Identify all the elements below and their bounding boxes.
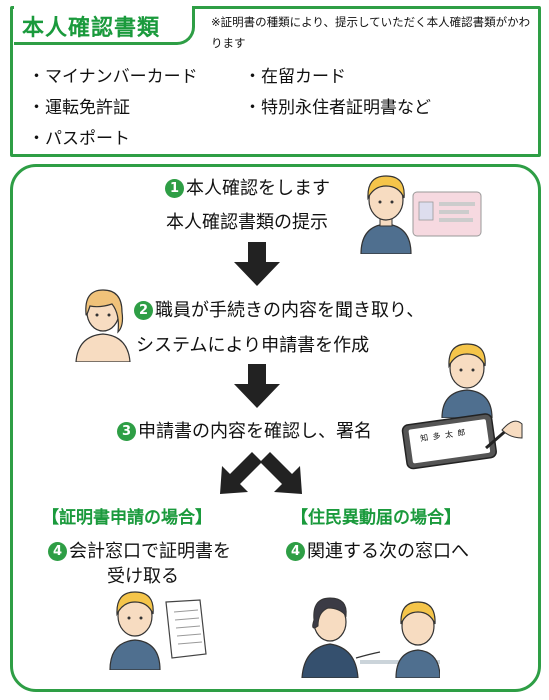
flow-arrow-1: [234, 242, 280, 286]
case-right-number-badge: 4: [286, 542, 305, 561]
step2-text: 職員が手続きの内容を聞き取り、: [155, 300, 425, 321]
flow-arrow-left: [220, 452, 262, 494]
doc-item-residence-card: ・在留カード: [244, 67, 346, 87]
step1-number-badge: 1: [165, 179, 184, 198]
step1-line2: 本人確認書類の提示: [166, 212, 328, 233]
certificate-document-icon: [165, 599, 207, 659]
documents-note: ※証明書の種類により、提示していただく本人確認書類がかわります: [211, 15, 531, 50]
case-right-text: 関連する次の窓口へ: [307, 541, 469, 562]
step2-line2: システムにより申請書を作成: [136, 335, 370, 356]
flow-arrow-right: [260, 452, 302, 494]
case-left-number-badge: 4: [48, 542, 67, 561]
case-left-text: 会計窓口で証明書を: [69, 541, 231, 562]
counter-scene-illustration: [301, 597, 440, 678]
doc-item-passport: ・パスポート: [28, 129, 130, 149]
citizen-illustration-3: [109, 591, 161, 670]
case-left-line2: 受け取る: [107, 566, 179, 587]
step1-text: 本人確認をします: [186, 178, 330, 199]
step3-text: 申請書の内容を確認し、署名: [138, 421, 372, 442]
citizen-illustration-1: [360, 175, 412, 254]
step2-number-badge: 2: [134, 301, 153, 320]
documents-title: 本人確認書類: [22, 16, 161, 41]
case-certificate-heading: 【証明書申請の場合】: [42, 508, 212, 528]
doc-item-my-number: ・マイナンバーカード: [28, 67, 198, 87]
doc-item-drivers-license: ・運転免許証: [28, 98, 130, 118]
staff-illustration: [75, 289, 131, 362]
doc-item-special-resident: ・特別永住者証明書など: [244, 98, 431, 118]
documents-title-tab: [14, 6, 195, 45]
case-residence-heading: 【住民異動届の場合】: [291, 508, 461, 528]
step3-number-badge: 3: [117, 422, 136, 441]
id-card-icon: [412, 191, 482, 237]
citizen-illustration-2: [441, 343, 493, 418]
flow-arrow-2: [234, 364, 280, 408]
signature-tablet-icon: [401, 413, 523, 470]
